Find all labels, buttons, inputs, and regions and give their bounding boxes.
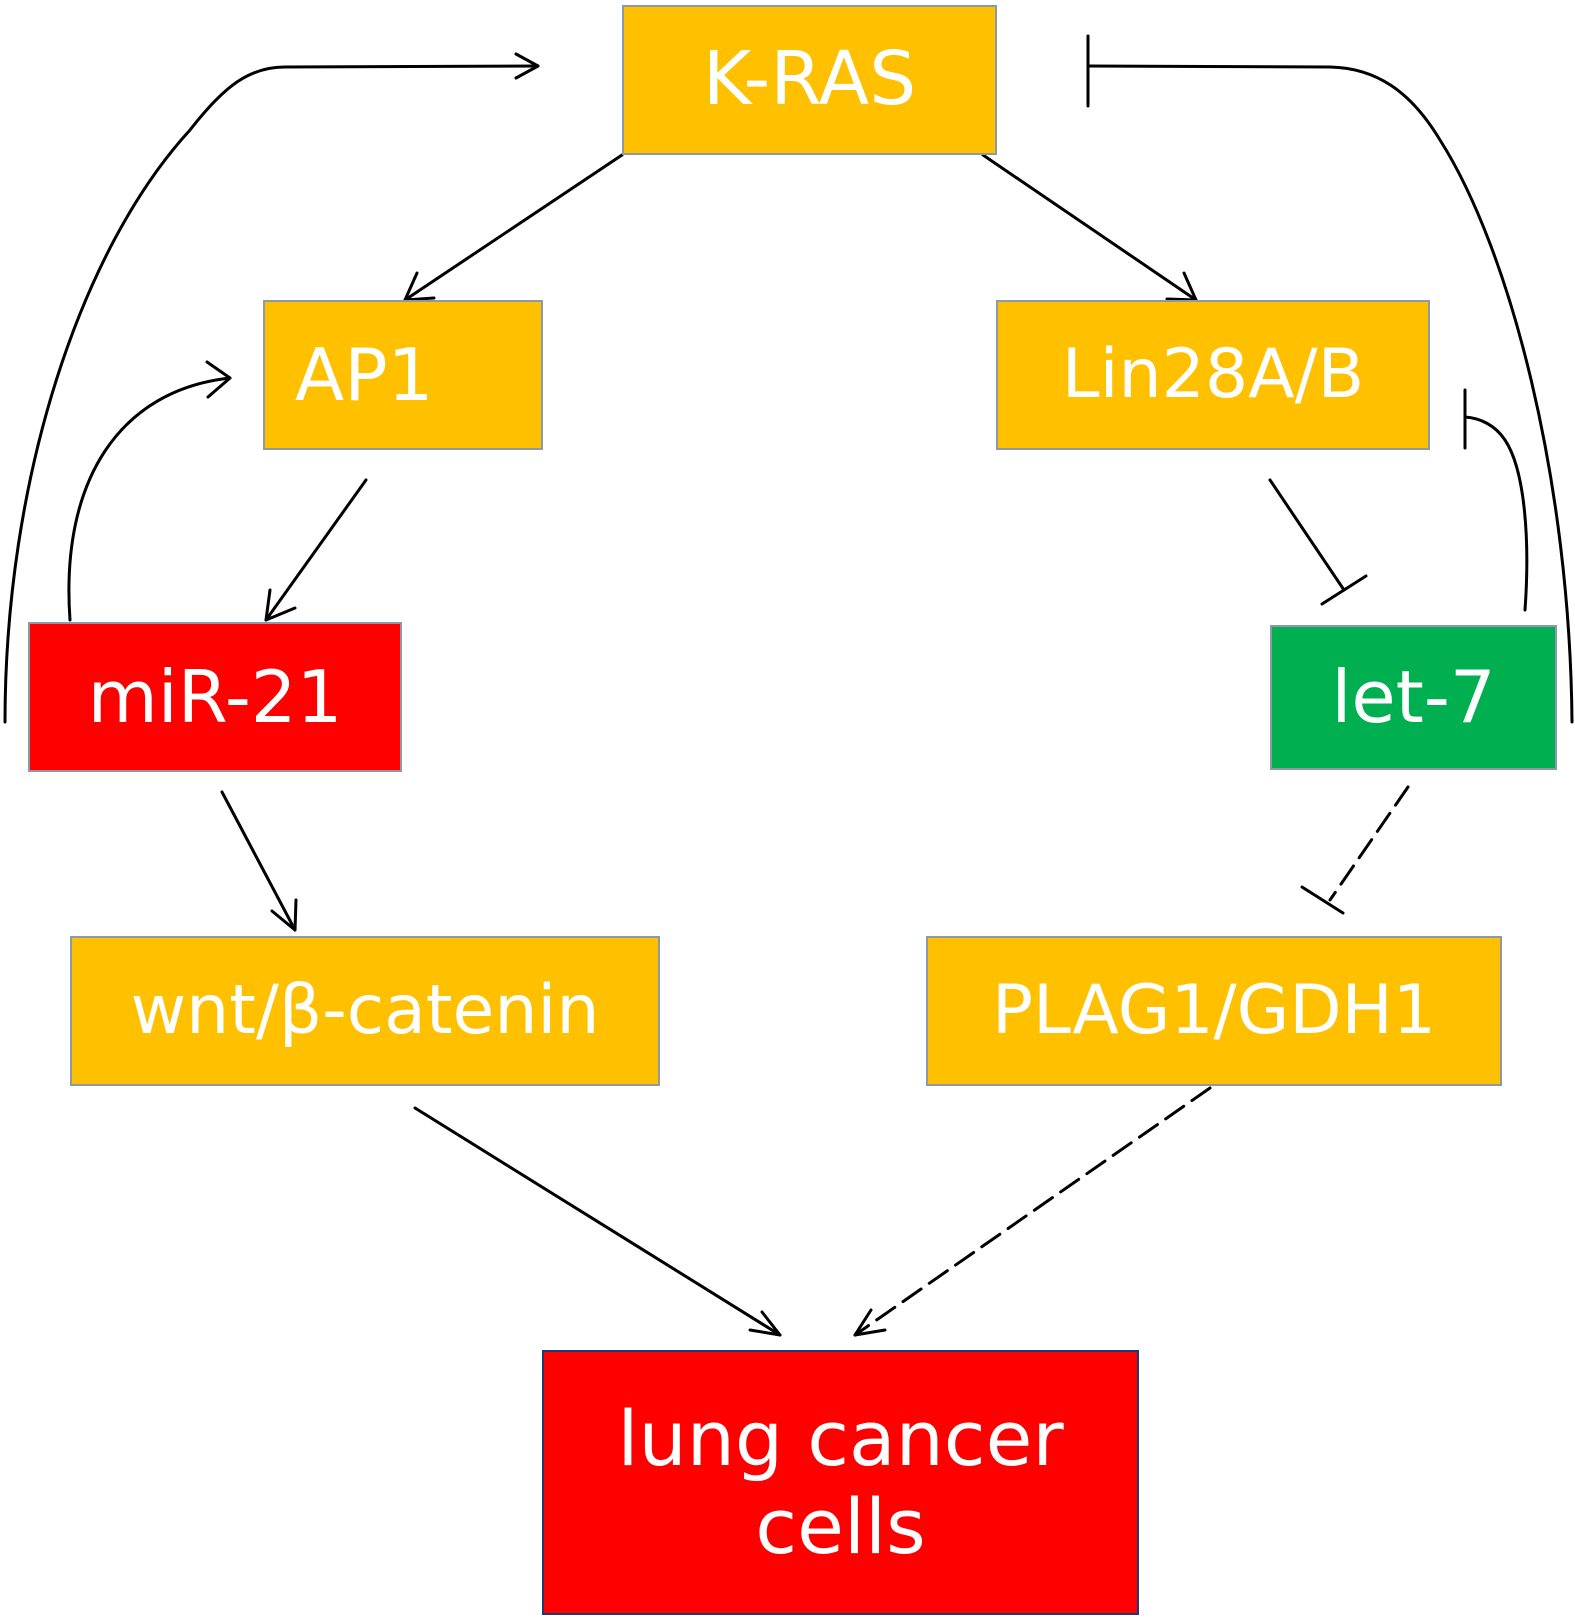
edge-kras-to-ap1 xyxy=(403,153,624,302)
edge-let7-inhibits-plag1 xyxy=(1300,785,1410,915)
node-kras: K-RAS xyxy=(622,5,997,155)
node-let7: let-7 xyxy=(1270,625,1557,770)
node-ap1-label: AP1 xyxy=(295,332,434,417)
edge-plag1-to-lung xyxy=(853,1086,1212,1337)
node-lin28: Lin28A/B xyxy=(996,300,1430,450)
node-mir21: miR-21 xyxy=(28,622,402,772)
edge-mir21-to-wnt xyxy=(220,790,298,932)
node-lung-cancer-cells: lung cancer cells xyxy=(542,1350,1139,1615)
node-plag1-label: PLAG1/GDH1 xyxy=(991,970,1437,1050)
edge-wnt-to-lung xyxy=(413,1106,782,1337)
edge-ap1-to-mir21 xyxy=(264,478,368,622)
edge-let7-inhibits-lin28 xyxy=(1463,388,1529,612)
node-wnt: wnt/β-catenin xyxy=(70,936,660,1086)
edge-kras-to-lin28 xyxy=(981,153,1198,302)
node-lung-cancer-cells-label: lung cancer cells xyxy=(617,1394,1064,1571)
node-ap1: AP1 xyxy=(263,300,543,450)
node-kras-label: K-RAS xyxy=(702,36,917,123)
edge-mir21-to-kras xyxy=(3,52,540,724)
edge-lin28-inhibits-let7 xyxy=(1268,478,1368,606)
node-lin28-label: Lin28A/B xyxy=(1061,334,1365,414)
edge-let7-inhibits-kras xyxy=(1086,34,1574,724)
node-plag1: PLAG1/GDH1 xyxy=(926,936,1502,1086)
node-let7-label: let-7 xyxy=(1331,655,1496,740)
node-mir21-label: miR-21 xyxy=(87,654,343,739)
edge-mir21-to-ap1 xyxy=(67,360,232,622)
node-wnt-label: wnt/β-catenin xyxy=(130,970,600,1050)
